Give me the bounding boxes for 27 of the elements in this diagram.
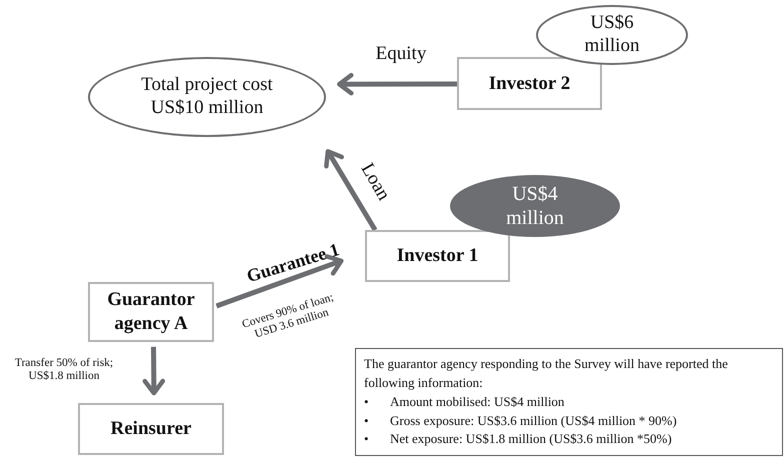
arrow	[142, 346, 166, 396]
note-box	[355, 348, 783, 456]
edge-label: Guarantee 1	[244, 239, 342, 287]
note-text: The guarantor agency responding to the Survey will have reported the following information:	[364, 355, 729, 392]
bullet: •	[364, 412, 370, 430]
node-label: US$6 million	[584, 12, 640, 58]
node-label: Reinsurer	[110, 417, 192, 441]
node-label: Guarantor agency A	[106, 288, 196, 336]
list-item-text: Gross exposure: US$3.6 million (US$4 million * 90%)	[390, 412, 677, 430]
arrow	[337, 72, 457, 96]
entity-box	[88, 282, 214, 342]
node-label: Investor 2	[488, 72, 570, 96]
entity-box	[78, 403, 224, 455]
entity-box	[365, 230, 510, 282]
node-label: Total project cost US$10 million	[140, 74, 274, 120]
node-label: US$4 million	[505, 182, 565, 230]
bullet: •	[364, 392, 370, 411]
arrow	[324, 149, 378, 232]
node-label: Investor 1	[396, 244, 478, 268]
edge-label: Equity	[376, 43, 426, 65]
arrow	[216, 254, 344, 308]
list-item-text: Amount mobilised: US$4 million	[390, 392, 564, 411]
entity-box	[457, 57, 602, 110]
bullet: •	[364, 430, 370, 448]
edge-label: Transfer 50% of risk; US$1.8 million	[14, 356, 114, 384]
note-label: Covers 90% of loan; USD 3.6 million	[240, 290, 336, 343]
list-item-text: Net exposure: US$1.8 million (US$3.6 million *50%)	[390, 430, 672, 448]
